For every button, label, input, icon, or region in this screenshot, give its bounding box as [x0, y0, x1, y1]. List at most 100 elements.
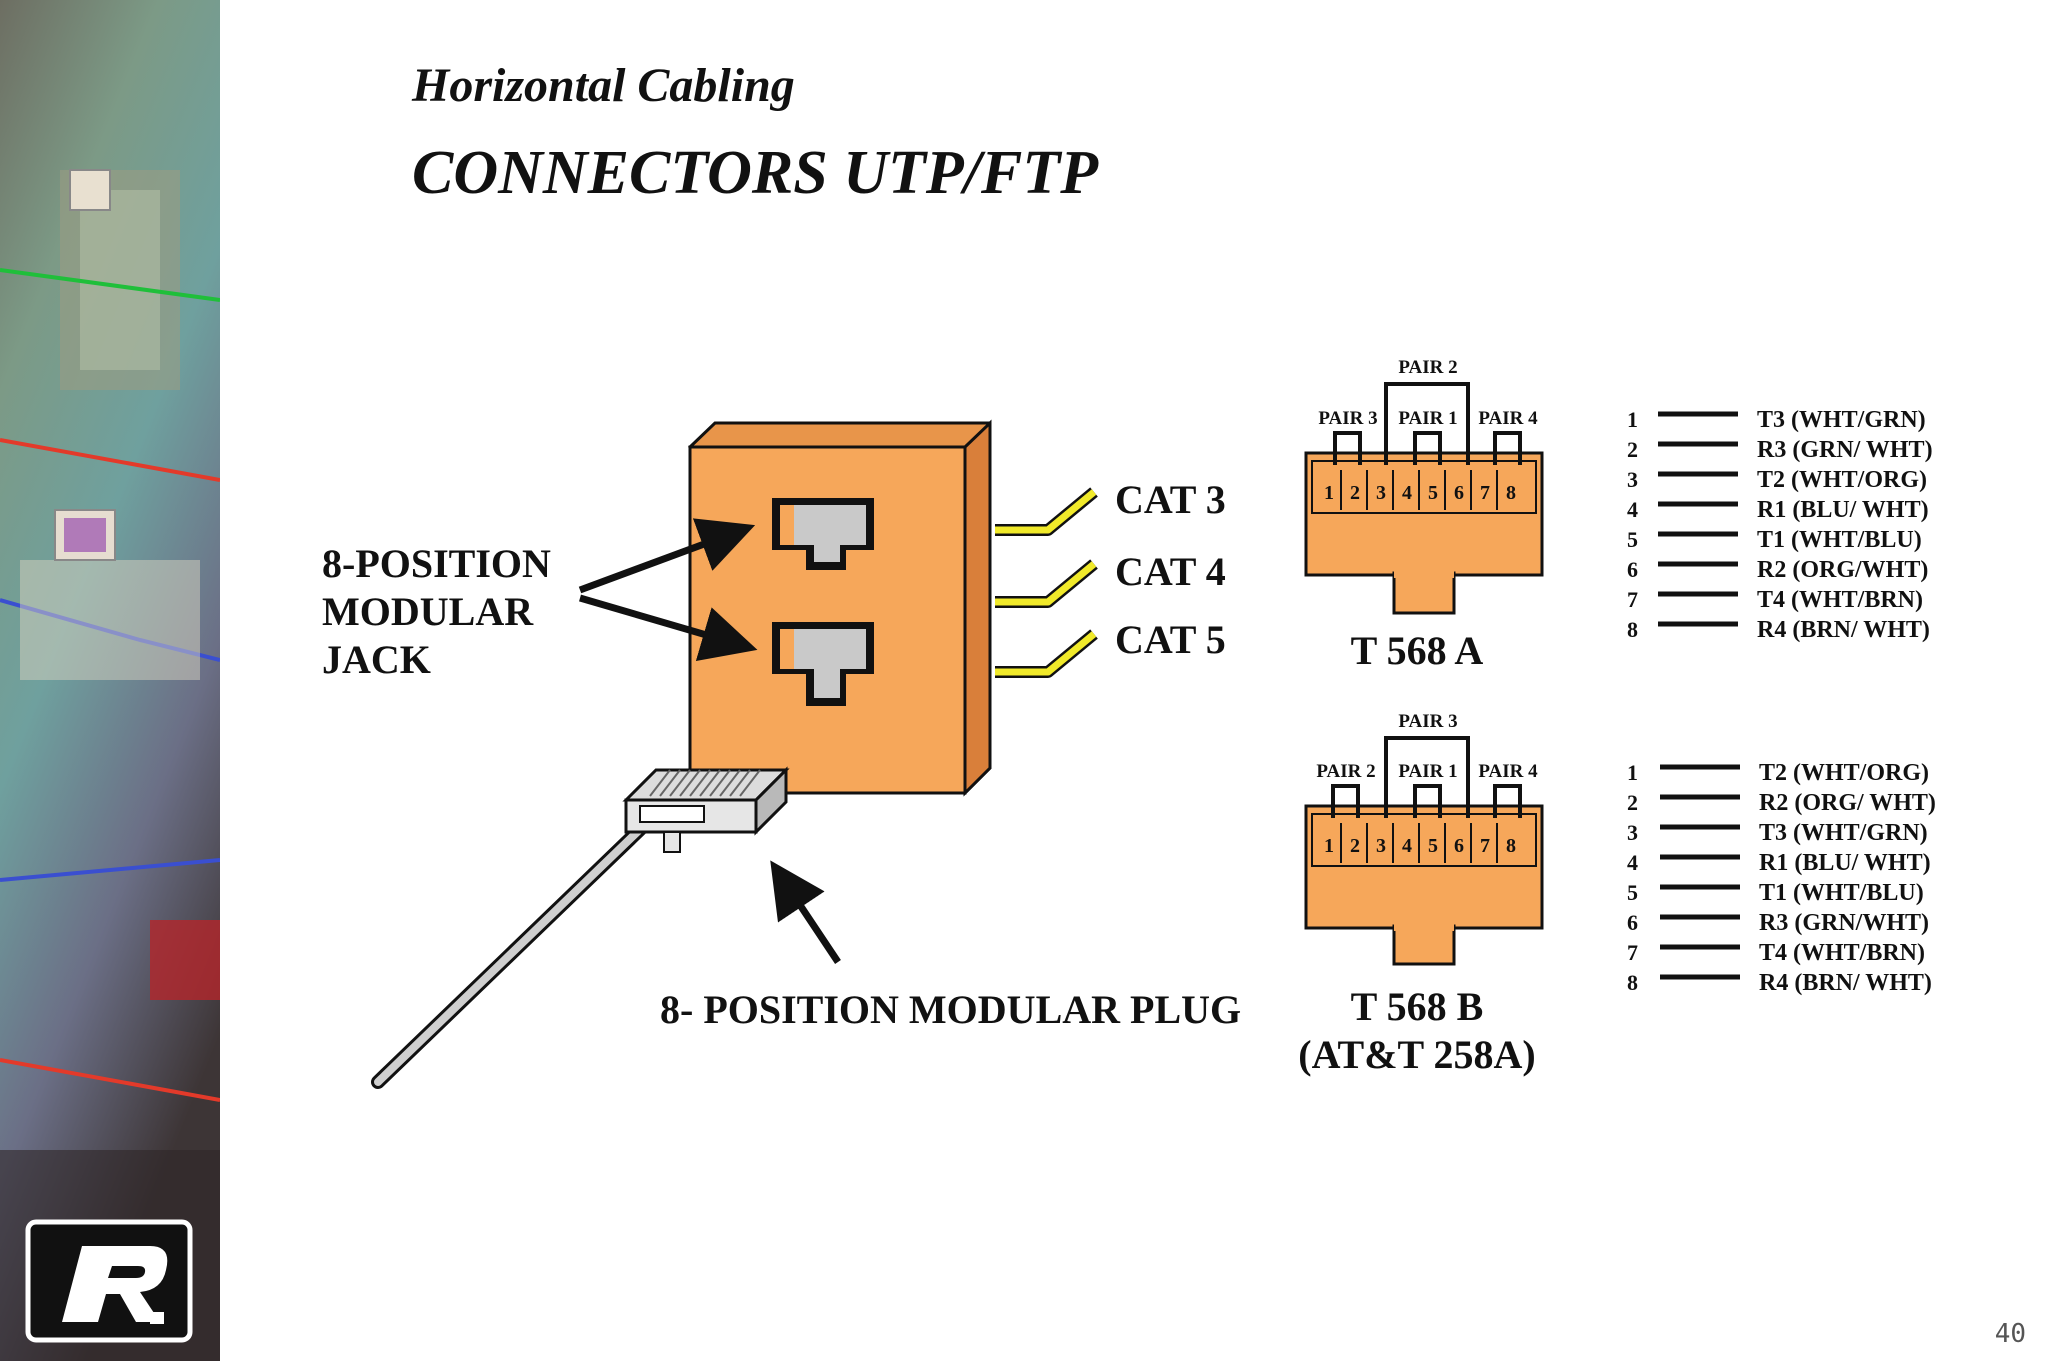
sidebar-decoration: [0, 0, 220, 1361]
t568b-pin: 3: [1376, 835, 1386, 857]
t568a-pair-left: PAIR 3: [1318, 408, 1377, 429]
list-item: 4 R1 (BLU/ WHT): [1627, 497, 1929, 523]
list-item: 2 R2 (ORG/ WHT): [1627, 790, 1936, 816]
list-item: 5 T1 (WHT/BLU): [1627, 527, 1922, 553]
t568b-pair-mid: PAIR 1: [1398, 761, 1457, 782]
jack-port-lower: [772, 622, 874, 706]
svg-text:R2 (ORG/ WHT): R2 (ORG/ WHT): [1759, 790, 1936, 816]
svg-text:3: 3: [1627, 820, 1638, 845]
plug-label: 8- POSITION MODULAR PLUG: [660, 987, 1241, 1032]
list-item: 5 T1 (WHT/BLU): [1627, 880, 1924, 906]
list-item: 8 R4 (BRN/ WHT): [1627, 617, 1930, 643]
list-item: 7 T4 (WHT/BRN): [1627, 940, 1925, 966]
list-item: 2 R3 (GRN/ WHT): [1627, 437, 1933, 463]
svg-text:5: 5: [1627, 527, 1638, 552]
svg-text:T1 (WHT/BLU): T1 (WHT/BLU): [1757, 527, 1922, 553]
list-item: 3 T3 (WHT/GRN): [1627, 820, 1928, 846]
t568a-wiring-list: 1 T3 (WHT/GRN) 2 R3 (GRN/ WHT) 3 T2 (WHT…: [1627, 407, 1933, 643]
jack-label-line-3: JACK: [322, 637, 431, 682]
svg-text:5: 5: [1627, 880, 1638, 905]
svg-text:8: 8: [1627, 970, 1638, 995]
office-cabling-illustration: [0, 0, 220, 1361]
svg-text:T4 (WHT/BRN): T4 (WHT/BRN): [1757, 587, 1923, 613]
t568b-pin: 5: [1428, 835, 1438, 857]
svg-text:7: 7: [1627, 940, 1638, 965]
t568b-pin-numbers: 1 2 3 4 5 6 7 8: [1324, 835, 1516, 857]
list-item: 8 R4 (BRN/ WHT): [1627, 970, 1932, 996]
svg-text:T4 (WHT/BRN): T4 (WHT/BRN): [1759, 940, 1925, 966]
t568b-pin: 8: [1506, 835, 1516, 857]
t568b-pair-top: PAIR 3: [1398, 711, 1457, 732]
t568b-pair-right: PAIR 4: [1478, 761, 1538, 782]
svg-text:R4 (BRN/ WHT): R4 (BRN/ WHT): [1759, 970, 1932, 996]
svg-text:T2 (WHT/ORG): T2 (WHT/ORG): [1757, 467, 1927, 493]
jack-arrows: [578, 518, 841, 964]
modular-plug: [371, 766, 790, 1089]
wall-jack: [687, 419, 992, 797]
svg-text:R3 (GRN/WHT): R3 (GRN/WHT): [1759, 910, 1929, 936]
list-item: 3 T2 (WHT/ORG): [1627, 467, 1927, 493]
svg-text:R4 (BRN/ WHT): R4 (BRN/ WHT): [1757, 617, 1930, 643]
t568b-pair-left: PAIR 2: [1316, 761, 1375, 782]
t568b-wiring-list: 1 T2 (WHT/ORG) 2 R2 (ORG/ WHT) 3 T3 (WHT…: [1627, 760, 1936, 996]
t568a-pin: 2: [1350, 482, 1360, 504]
jack-label-line-2: MODULAR: [322, 589, 534, 634]
svg-text:1: 1: [1627, 760, 1638, 785]
svg-text:2: 2: [1627, 437, 1638, 462]
svg-text:T2 (WHT/ORG): T2 (WHT/ORG): [1759, 760, 1929, 786]
list-item: 1 T3 (WHT/GRN): [1627, 407, 1926, 433]
jack-port-upper: [772, 498, 874, 570]
t568b-pin: 4: [1402, 835, 1412, 857]
t568a-pin: 8: [1506, 482, 1516, 504]
svg-text:6: 6: [1627, 557, 1638, 582]
t568b-pin: 7: [1480, 835, 1490, 857]
cat5-label: CAT 5: [1115, 617, 1226, 662]
list-item: 7 T4 (WHT/BRN): [1627, 587, 1923, 613]
slide-title: CONNECTORS UTP/FTP: [412, 139, 1099, 207]
svg-text:R1 (BLU/ WHT): R1 (BLU/ WHT): [1759, 850, 1931, 876]
svg-text:T1 (WHT/BLU): T1 (WHT/BLU): [1759, 880, 1924, 906]
t568a-pair-top: PAIR 2: [1398, 357, 1457, 378]
t568b-pin: 6: [1454, 835, 1464, 857]
category-wires: [995, 487, 1098, 678]
cat4-label: CAT 4: [1115, 549, 1226, 594]
t568a-pin: 4: [1402, 482, 1412, 504]
jack-label-line-1: 8-POSITION: [322, 541, 551, 586]
t568a-pin: 1: [1324, 482, 1334, 504]
svg-text:R2 (ORG/WHT): R2 (ORG/WHT): [1757, 557, 1928, 583]
t568b-pin: 2: [1350, 835, 1360, 857]
svg-text:R1 (BLU/ WHT): R1 (BLU/ WHT): [1757, 497, 1929, 523]
t568b-connector: [1304, 736, 1544, 966]
t568a-name: T 568 A: [1351, 628, 1484, 673]
list-item: 6 R2 (ORG/WHT): [1627, 557, 1928, 583]
t568a-pin: 5: [1428, 482, 1438, 504]
t568b-name: T 568 B: [1351, 984, 1484, 1029]
svg-text:R3 (GRN/ WHT): R3 (GRN/ WHT): [1757, 437, 1933, 463]
list-item: 4 R1 (BLU/ WHT): [1627, 850, 1931, 876]
svg-text:8: 8: [1627, 617, 1638, 642]
svg-text:2: 2: [1627, 790, 1638, 815]
t568a-connector: [1304, 382, 1544, 615]
svg-text:3: 3: [1627, 467, 1638, 492]
t568b-alias: (AT&T 258A): [1298, 1032, 1535, 1077]
svg-text:1: 1: [1627, 407, 1638, 432]
svg-text:T3 (WHT/GRN): T3 (WHT/GRN): [1757, 407, 1926, 433]
slide-subtitle: Horizontal Cabling: [412, 59, 795, 112]
page-number: 40: [1994, 1319, 2026, 1349]
svg-text:6: 6: [1627, 910, 1638, 935]
list-item: 6 R3 (GRN/WHT): [1627, 910, 1929, 936]
t568a-pin-numbers: 1 2 3 4 5 6 7 8: [1324, 482, 1516, 504]
list-item: 1 T2 (WHT/ORG): [1627, 760, 1929, 786]
t568a-pin: 6: [1454, 482, 1464, 504]
svg-text:4: 4: [1627, 850, 1638, 875]
cat3-label: CAT 3: [1115, 477, 1226, 522]
svg-text:T3 (WHT/GRN): T3 (WHT/GRN): [1759, 820, 1928, 846]
svg-text:7: 7: [1627, 587, 1638, 612]
svg-text:4: 4: [1627, 497, 1638, 522]
t568a-pin: 7: [1480, 482, 1490, 504]
t568a-pair-mid: PAIR 1: [1398, 408, 1457, 429]
t568b-pin: 1: [1324, 835, 1334, 857]
r-logo-icon: [25, 1219, 193, 1343]
t568a-pin: 3: [1376, 482, 1386, 504]
